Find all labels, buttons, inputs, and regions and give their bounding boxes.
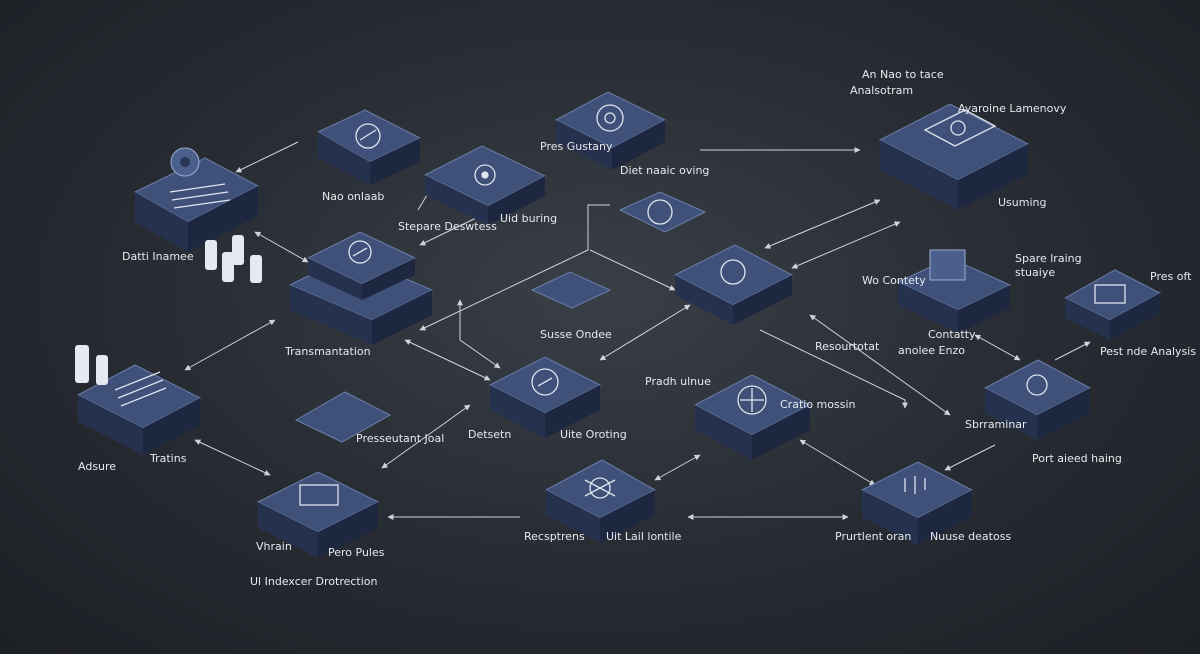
network-icon: [720, 259, 746, 285]
label: Pres oft: [1150, 270, 1192, 283]
connector: [194, 439, 271, 476]
puzzle-icon: [294, 391, 392, 443]
label: Uid buring: [500, 212, 557, 225]
gear-cluster-icon: [618, 191, 707, 233]
label: Usuming: [998, 196, 1046, 209]
label: Nuuse deatoss: [930, 530, 1011, 543]
connector: [799, 439, 876, 486]
node-vhrain[interactable]: [256, 471, 380, 558]
label: Ul Indexcer Drotrection: [250, 575, 378, 588]
label: Detsetn: [468, 428, 511, 441]
target-icon: [596, 104, 624, 132]
susse-ondee-icon: [530, 271, 612, 309]
label: Contatty: [928, 328, 976, 341]
node-center[interactable]: [673, 244, 794, 325]
label: Recsptrens: [524, 530, 585, 543]
connector: [944, 444, 996, 471]
label: Pres Gustany: [540, 140, 613, 153]
node-pradh-ulnue[interactable]: [693, 374, 812, 460]
connector: [1054, 341, 1091, 361]
label: Pest nde Analysis: [1100, 345, 1196, 358]
connector: [764, 199, 881, 249]
connector: [759, 329, 908, 409]
label: Susse Ondee: [540, 328, 612, 341]
node-transmission[interactable]: [288, 231, 434, 345]
network-icon: [584, 477, 616, 499]
label: Port aieed haing: [1032, 452, 1122, 465]
connector: [235, 141, 299, 173]
label: Wo Contety: [862, 274, 926, 287]
network-icon: [474, 164, 496, 186]
label: Adsure: [78, 460, 116, 473]
connector: [381, 404, 471, 469]
label: Vhrain: [256, 540, 292, 553]
node-adisure[interactable]: [76, 364, 202, 455]
label: Spare lraing: [1015, 252, 1082, 265]
node-pres-gustany[interactable]: [554, 91, 667, 170]
label: stuaiye: [1015, 266, 1055, 279]
target-icon: [531, 368, 559, 396]
gear-icon: [170, 147, 200, 177]
label: Cratio mossin: [780, 398, 856, 411]
connector: [457, 299, 501, 369]
database-stack-icon: [75, 345, 108, 385]
label: Sbrraminar: [965, 418, 1027, 431]
node-prurtlent[interactable]: [860, 461, 974, 545]
connector: [419, 217, 477, 246]
connector: [599, 304, 691, 361]
labels: An Nao to tace Analsotram Ayaroine Lamen…: [78, 68, 1196, 588]
connector: [654, 454, 701, 481]
label: Diet naaic oving: [620, 164, 709, 177]
label: Stepare Deswtess: [398, 220, 497, 233]
target-icon: [355, 123, 381, 149]
label: Nao onlaab: [322, 190, 384, 203]
dashboard-icon: [923, 109, 997, 147]
label: Ayaroine Lamenovy: [958, 102, 1067, 115]
node-data-namee[interactable]: [133, 147, 260, 252]
label: Pero Pules: [328, 546, 385, 559]
label: Transmantation: [284, 345, 371, 358]
label: anolee Enzo: [898, 344, 965, 357]
layout-icon: [299, 484, 339, 506]
connector: [974, 334, 1021, 361]
connector: [254, 231, 309, 263]
label: Prurtlent oran: [835, 530, 911, 543]
connector: [791, 221, 901, 269]
server-icon: [929, 249, 966, 281]
connector: [419, 204, 610, 331]
node-pres-oft[interactable]: [1063, 269, 1162, 340]
node-detsetn[interactable]: [488, 356, 602, 438]
label: Uite Oroting: [560, 428, 627, 441]
connector: [809, 314, 951, 416]
label: An Nao to tace: [862, 68, 944, 81]
label: Analsotram: [850, 84, 913, 97]
connector: [184, 319, 276, 371]
connector: [404, 339, 491, 381]
compass-icon: [737, 385, 767, 415]
label: Pradh ulnue: [645, 375, 711, 388]
connections: [184, 141, 1091, 520]
label: Presseutant Joal: [356, 432, 444, 445]
drive-icon: [1026, 374, 1048, 396]
node-wo-contety[interactable]: [896, 249, 1012, 333]
label: Datti Inamee: [122, 250, 194, 263]
node-sbrraminar[interactable]: [983, 359, 1092, 440]
node-recsptrens[interactable]: [544, 459, 657, 543]
document-icon: [114, 371, 167, 407]
folder-icon: [1094, 284, 1126, 304]
bars-icon: [904, 476, 926, 494]
database-cluster-icon: [205, 235, 262, 283]
connector: [589, 249, 676, 291]
grid-icon: [169, 183, 231, 209]
label: Tratins: [149, 452, 187, 465]
label: Resourtotat: [815, 340, 880, 353]
label: Uit Lail lontile: [606, 530, 682, 543]
node-nao-onlaab[interactable]: [316, 109, 422, 185]
target-icon: [348, 240, 372, 264]
node-stepare-deswtess[interactable]: [423, 145, 547, 225]
node-ayaroine[interactable]: [878, 103, 1030, 210]
